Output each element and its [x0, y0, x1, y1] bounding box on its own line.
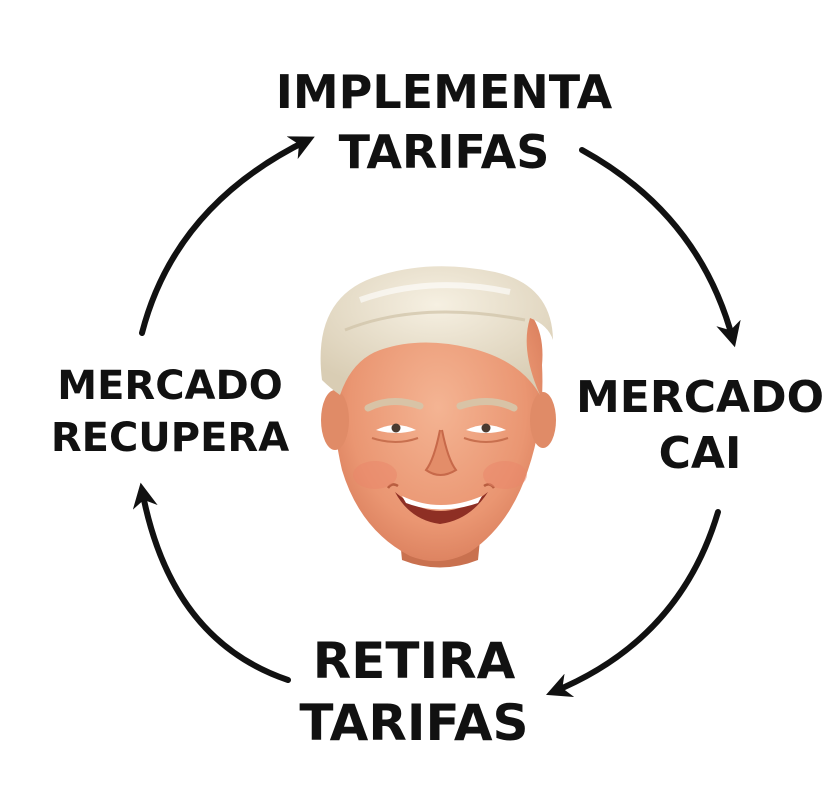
- node-retira-tarifas: RETIRA TARIFAS: [244, 630, 584, 754]
- node-right-line-1: MERCADO: [576, 372, 824, 423]
- node-mercado-cai: MERCADO CAI: [565, 370, 828, 482]
- node-implementa-tarifas: IMPLEMENTA TARIFAS: [244, 62, 644, 182]
- node-right-line-2: CAI: [658, 428, 742, 479]
- node-left-line-2: RECUPERA: [50, 415, 290, 461]
- arrow-left-to-top: [139, 136, 315, 336]
- node-left-line-1: MERCADO: [57, 363, 283, 409]
- arrow-bottom-to-left: [132, 482, 291, 683]
- node-top-line-2: TARIFAS: [338, 125, 550, 179]
- arrow-right-to-bottom: [546, 509, 721, 697]
- arrow-top-to-right: [579, 147, 741, 348]
- node-bottom-line-1: RETIRA: [312, 632, 516, 690]
- node-mercado-recupera: MERCADO RECUPERA: [30, 360, 310, 464]
- node-bottom-line-2: TARIFAS: [299, 694, 529, 752]
- smiling-face-icon: [320, 266, 556, 568]
- node-top-line-1: IMPLEMENTA: [275, 65, 613, 119]
